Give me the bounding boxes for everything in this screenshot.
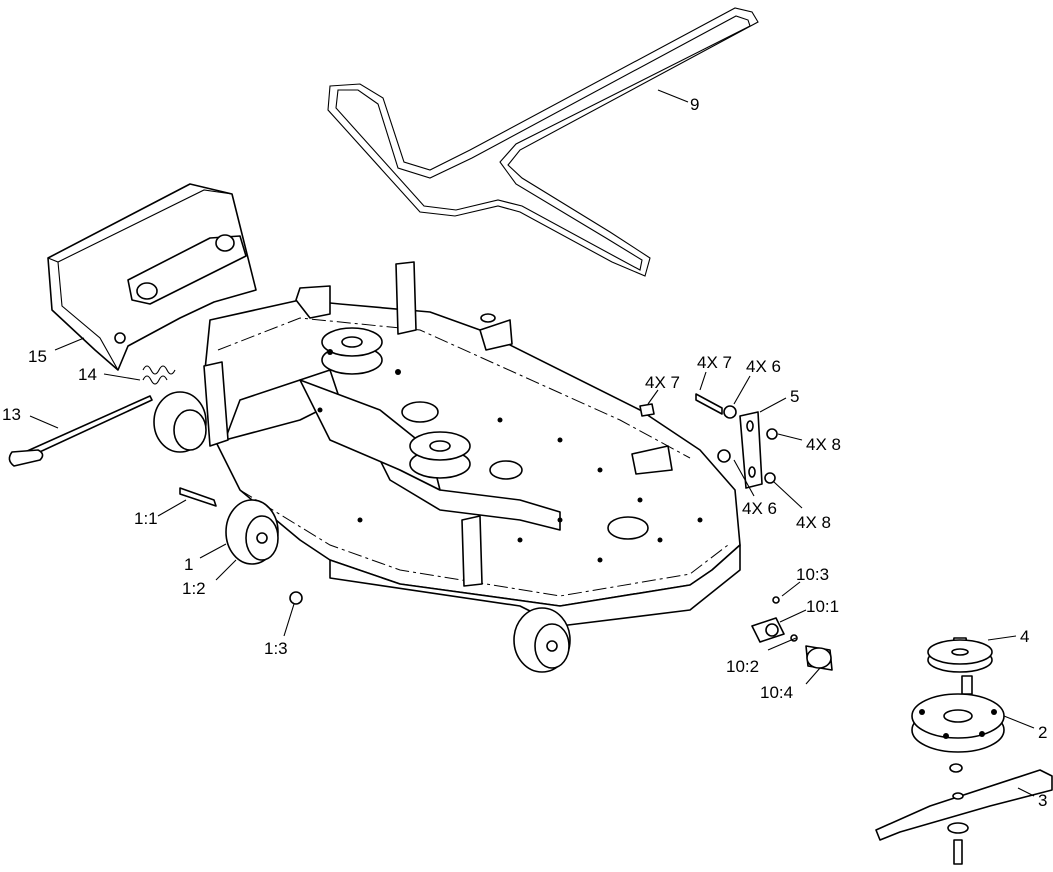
callout-nut-8a: 4X 8 <box>806 435 841 454</box>
front-wheel-assembly <box>179 487 303 605</box>
callout-fitting-3: 10:3 <box>796 565 829 584</box>
deflector-spring <box>142 365 176 385</box>
callout-fitting-4: 10:4 <box>760 683 793 702</box>
callout-wheel-nut: 1:3 <box>264 639 288 658</box>
mower-blade <box>875 769 1053 865</box>
callout-rod: 13 <box>2 405 21 424</box>
callout-spring: 14 <box>78 365 97 384</box>
callout-pulley: 4 <box>1020 627 1029 646</box>
callout-belt: 9 <box>690 95 699 114</box>
callout-spindle: 2 <box>1038 723 1047 742</box>
callout-bolt-7b: 4X 7 <box>697 353 732 372</box>
drive-belt <box>327 7 759 277</box>
callout-bracket-5: 5 <box>790 387 799 406</box>
spindle-pulley <box>927 637 993 673</box>
rear-wheel-right <box>513 607 571 673</box>
callout-fitting-2: 10:2 <box>726 657 759 676</box>
callout-blade: 3 <box>1038 791 1047 810</box>
callout-bushing-6a: 4X 6 <box>746 357 781 376</box>
discharge-deflector <box>47 183 257 371</box>
bracket-hardware <box>639 393 778 489</box>
spindle-housing <box>911 675 1005 773</box>
deck-spindle-center <box>409 431 471 479</box>
rear-wheel-left <box>153 361 229 453</box>
callout-bushing-6b: 4X 6 <box>742 499 777 518</box>
callout-wheel-tire: 1:2 <box>182 579 206 598</box>
callout-fitting-1: 10:1 <box>806 597 839 616</box>
callout-labels: 9 15 14 13 4X 7 4X 7 4X 6 5 4X 8 4X 6 4X… <box>2 95 1047 810</box>
callout-wheel: 1 <box>184 555 193 574</box>
fitting-assembly <box>751 596 833 671</box>
callout-wheel-bolt: 1:1 <box>134 509 158 528</box>
mower-deck <box>204 261 741 627</box>
deflector-rod <box>8 395 153 467</box>
leader-lines <box>29 89 1035 797</box>
callout-nut-8b: 4X 8 <box>796 513 831 532</box>
callout-deflector: 15 <box>28 347 47 366</box>
callout-bolt-7a: 4X 7 <box>645 373 680 392</box>
deck-spindle-left <box>321 327 383 375</box>
